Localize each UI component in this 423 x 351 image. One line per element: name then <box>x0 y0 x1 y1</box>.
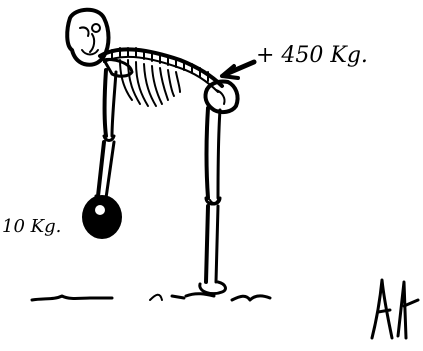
kettlebell-weight <box>82 195 122 239</box>
load-arrow <box>222 62 254 78</box>
signature <box>372 280 418 338</box>
ground-lines <box>32 295 270 300</box>
arm <box>96 60 132 202</box>
leg <box>172 108 225 298</box>
hand-load-label: 10 Kg. <box>2 216 61 237</box>
spine-load-label: + 450 Kg. <box>256 43 368 68</box>
